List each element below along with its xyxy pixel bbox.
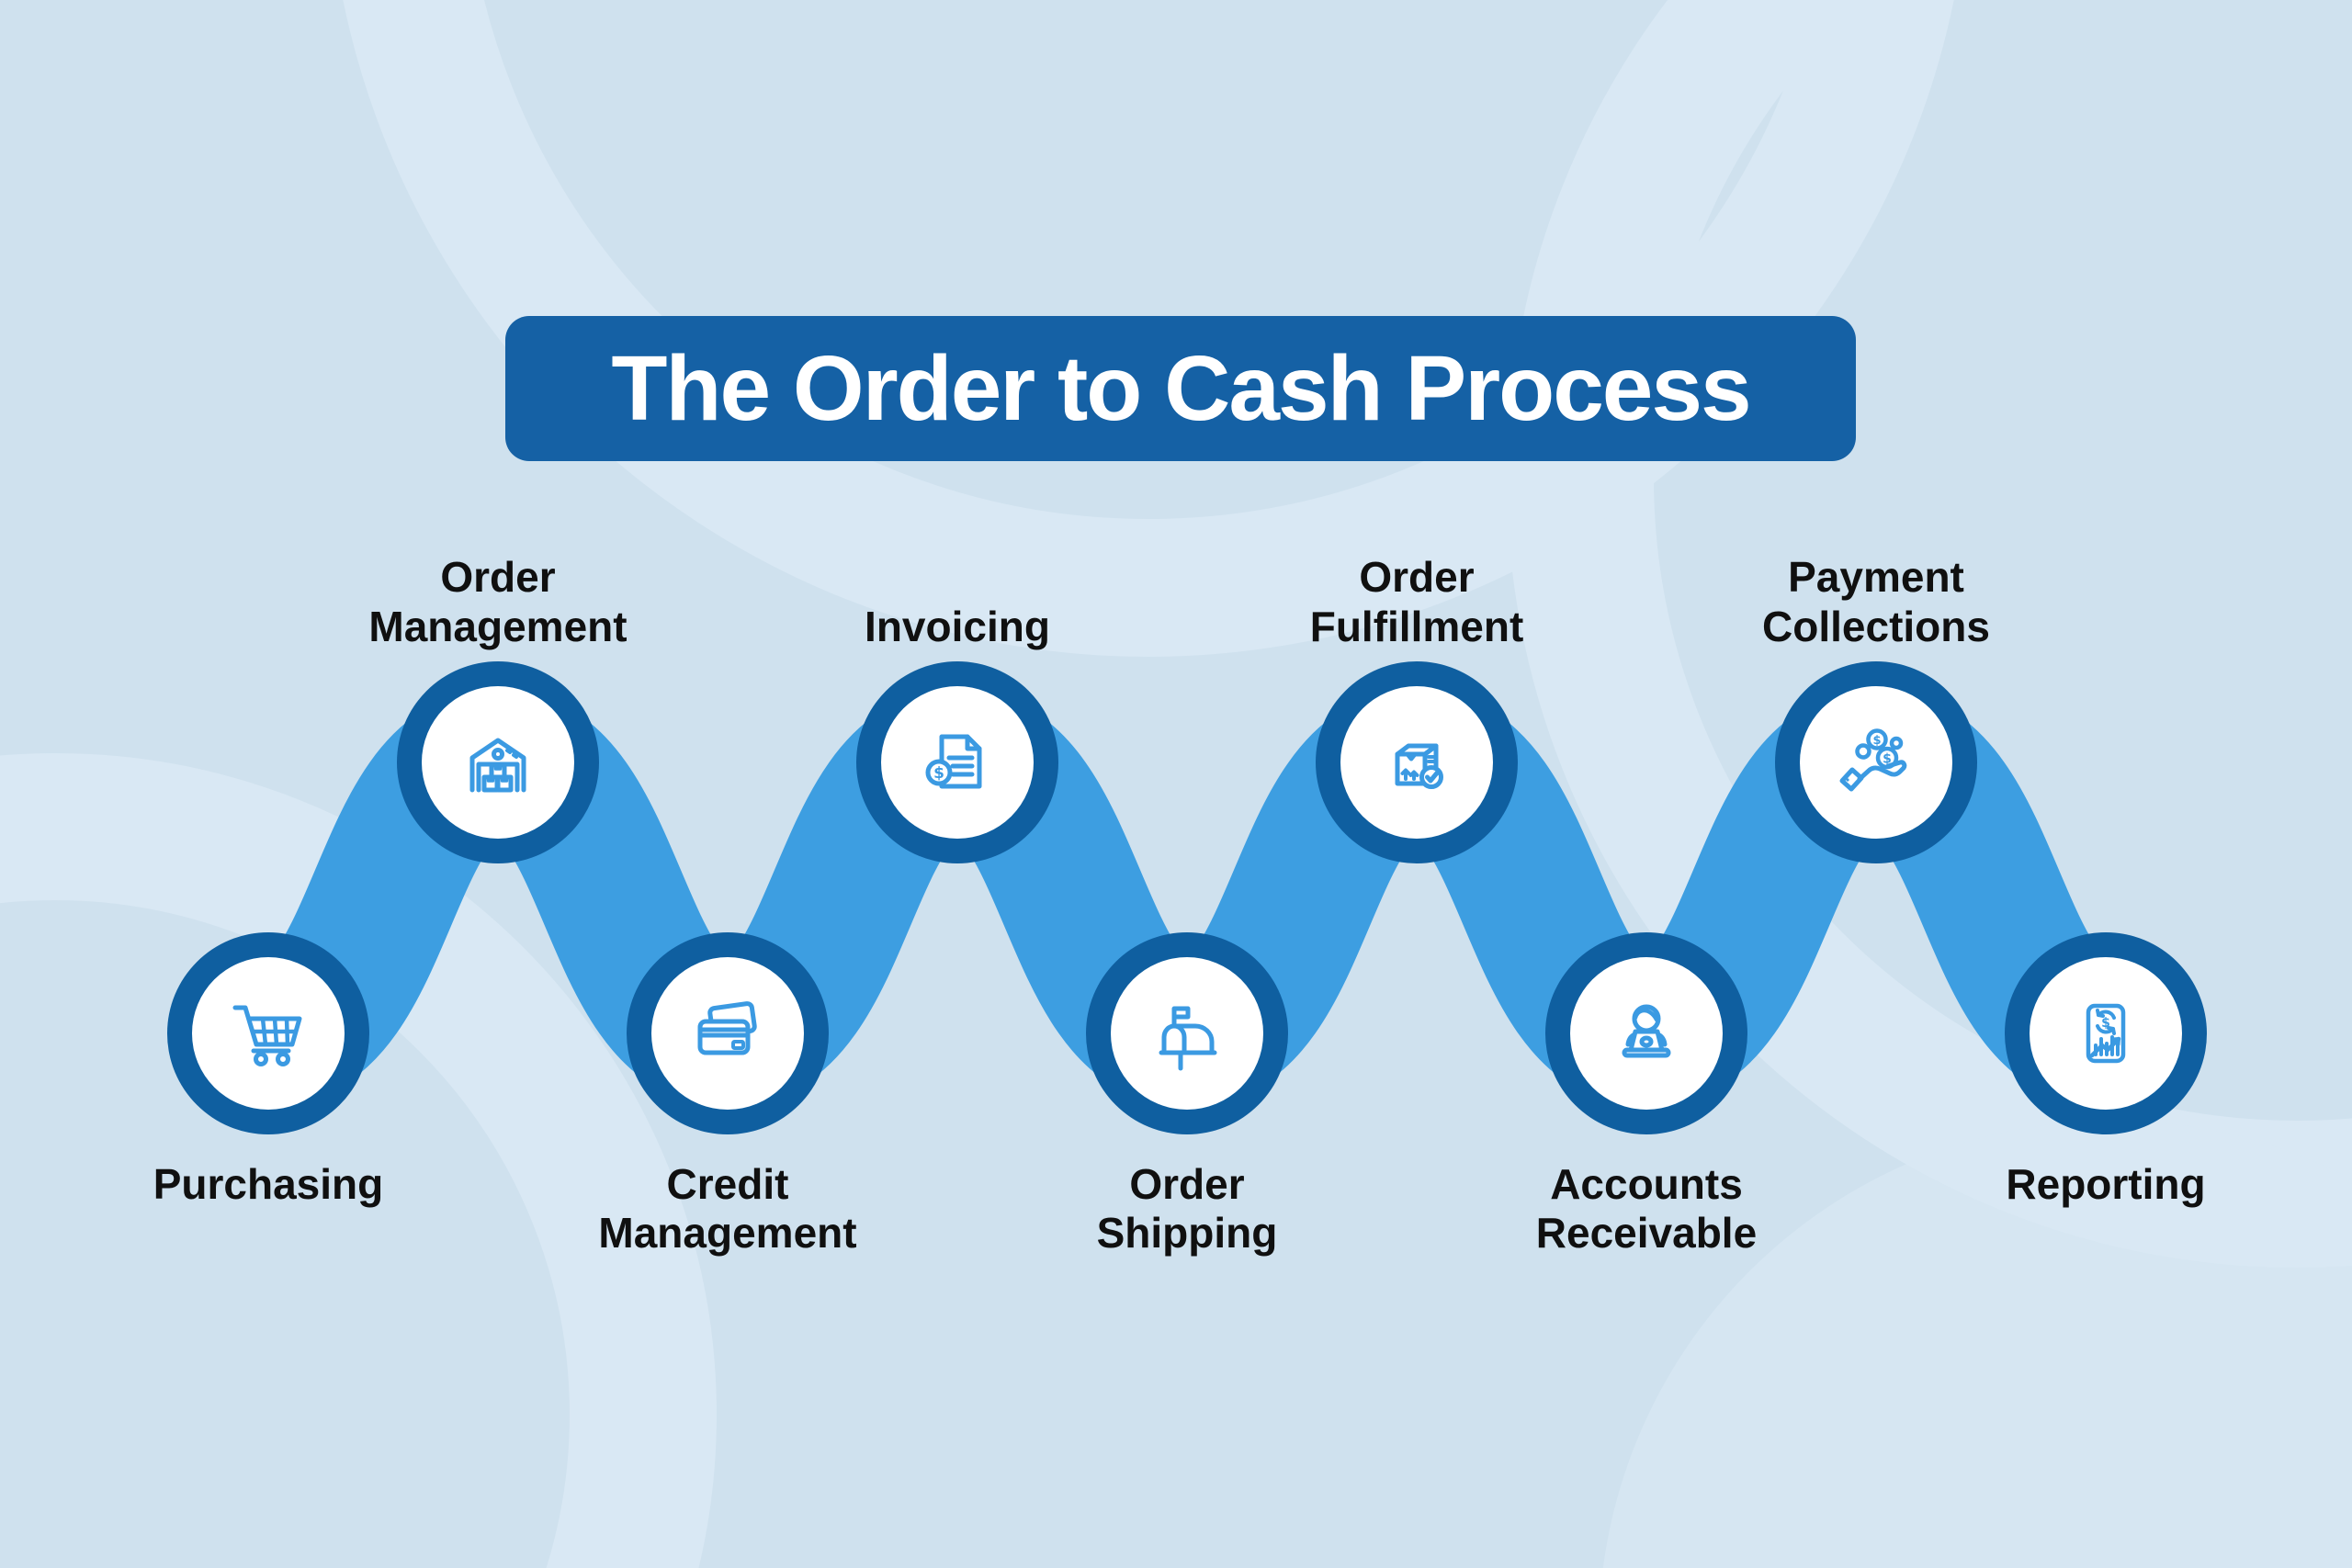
step-disc [1570, 957, 1723, 1110]
background-arc [343, 0, 1954, 657]
credit-cards-icon [697, 1001, 757, 1055]
step-order-fulfillment: Order Fulfillment [1251, 548, 1582, 863]
dollar-glyph: $ [933, 764, 944, 783]
label-line: Invoicing [865, 602, 1050, 650]
invoice-icon: $ [925, 734, 982, 789]
label-line: Collections [1762, 602, 1990, 650]
step-reporting: $ Reporting [1940, 932, 2271, 1209]
step-label: Purchasing [153, 1160, 384, 1209]
step-label: Payment Collections [1762, 548, 1990, 651]
step-circle [1316, 661, 1518, 863]
step-invoicing: Invoicing $ [792, 548, 1123, 863]
step-disc: $ $ [1800, 686, 1952, 839]
label-line: Shipping [1096, 1209, 1278, 1258]
step-disc [1340, 686, 1493, 839]
step-disc [422, 686, 574, 839]
label-line: Receivable [1535, 1209, 1758, 1258]
step-disc [192, 957, 345, 1110]
step-circle [627, 932, 829, 1134]
warehouse-icon [469, 738, 526, 793]
step-label: Invoicing [865, 548, 1050, 651]
step-disc: $ [881, 686, 1034, 839]
label-line: Credit [666, 1160, 789, 1208]
label-line: Reporting [2006, 1160, 2206, 1208]
step-label: Credit Management [598, 1160, 856, 1258]
step-disc [651, 957, 804, 1110]
step-label: Order Fulfillment [1310, 548, 1524, 651]
step-accounts-receivable: Accounts Receivable [1481, 932, 1812, 1258]
mailbox-icon [1159, 1006, 1217, 1071]
step-circle [1545, 932, 1747, 1134]
step-purchasing: Purchasing [103, 932, 434, 1209]
step-label: Accounts Receivable [1536, 1160, 1757, 1258]
label-line: Order [1129, 1160, 1245, 1208]
step-disc: $ [2030, 957, 2182, 1110]
step-label: Order Management [368, 548, 627, 651]
label-line: Accounts [1550, 1160, 1743, 1208]
page-title: The Order to Cash Process [611, 336, 1751, 440]
package-check-icon [1395, 743, 1443, 789]
report-icon: $ [2086, 1003, 2126, 1064]
label-line: Purchasing [153, 1160, 384, 1208]
step-circle [1086, 932, 1288, 1134]
step-disc [1111, 957, 1263, 1110]
dollar-glyph: $ [2101, 1016, 2110, 1031]
step-circle: $ $ [1775, 661, 1977, 863]
background-blob [1602, 1121, 2352, 1568]
step-circle [397, 661, 599, 863]
dollar-glyph: $ [1883, 752, 1892, 767]
cart-icon [232, 1005, 302, 1066]
hand-coins-icon: $ $ [1839, 728, 1907, 792]
label-line: Payment [1788, 553, 1964, 602]
person-laptop-icon [1622, 1004, 1671, 1058]
step-circle: $ [856, 661, 1058, 863]
label-line: Order [1359, 553, 1475, 602]
label-line: Fulfillment [1309, 602, 1524, 650]
title-banner: The Order to Cash Process [505, 316, 1856, 461]
dollar-glyph: $ [1872, 734, 1881, 748]
step-label: Reporting [2006, 1160, 2205, 1209]
step-payment-collections: Payment Collections $ $ [1711, 548, 2041, 863]
label-line: Order [440, 553, 556, 602]
label-line: Management [598, 1209, 857, 1258]
step-circle: $ [2005, 932, 2207, 1134]
step-label: Order Shipping [1097, 1160, 1278, 1258]
label-line: Management [368, 602, 628, 650]
background-arc [0, 753, 717, 1568]
step-order-shipping: Order Shipping [1022, 932, 1352, 1258]
step-credit-management: Credit Management [562, 932, 893, 1258]
step-order-management: Order Management [333, 548, 663, 863]
step-circle [167, 932, 369, 1134]
